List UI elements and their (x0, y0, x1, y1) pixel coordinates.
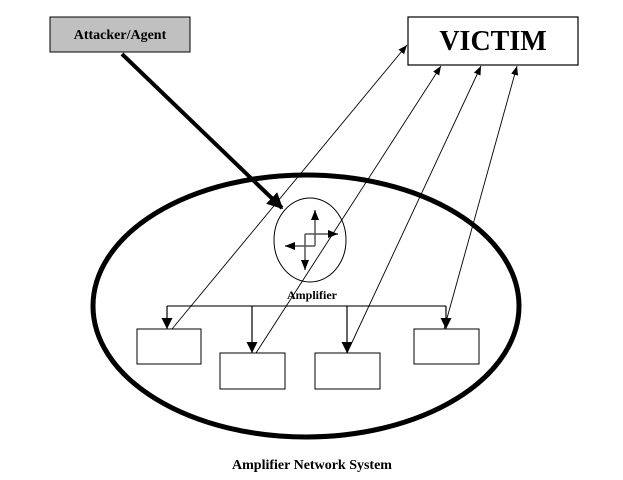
attacker-box (49, 16, 191, 53)
network-caption: Amplifier Network System (232, 458, 392, 473)
victim-node: VICTIM (407, 16, 579, 66)
edge-node-1-to-victim (171, 44, 408, 330)
amplifier-bus (161, 305, 452, 353)
amplifier-network-boundary (90, 172, 522, 440)
edge-node-3-to-victim (346, 65, 482, 354)
amplifier-label: Amplifier (287, 288, 338, 302)
reflector-node-1 (136, 328, 202, 365)
victim-box (407, 16, 579, 66)
attacker-agent-node: Attacker/Agent (49, 16, 191, 53)
reflector-node-3 (314, 352, 381, 390)
attacker-label: Attacker/Agent (74, 28, 167, 43)
edge-node-2-to-victim (255, 65, 442, 354)
reflector-node-2 (219, 352, 286, 390)
amplifier-node: Amplifier (273, 197, 347, 302)
amplifier-scatter-icon (285, 210, 338, 270)
edge-attacker-to-amplifier (120, 52, 284, 210)
amplifier-circle (273, 197, 347, 283)
victim-label: VICTIM (439, 26, 546, 57)
edge-node-4-to-victim (443, 65, 519, 330)
reflector-node-4 (413, 328, 480, 365)
